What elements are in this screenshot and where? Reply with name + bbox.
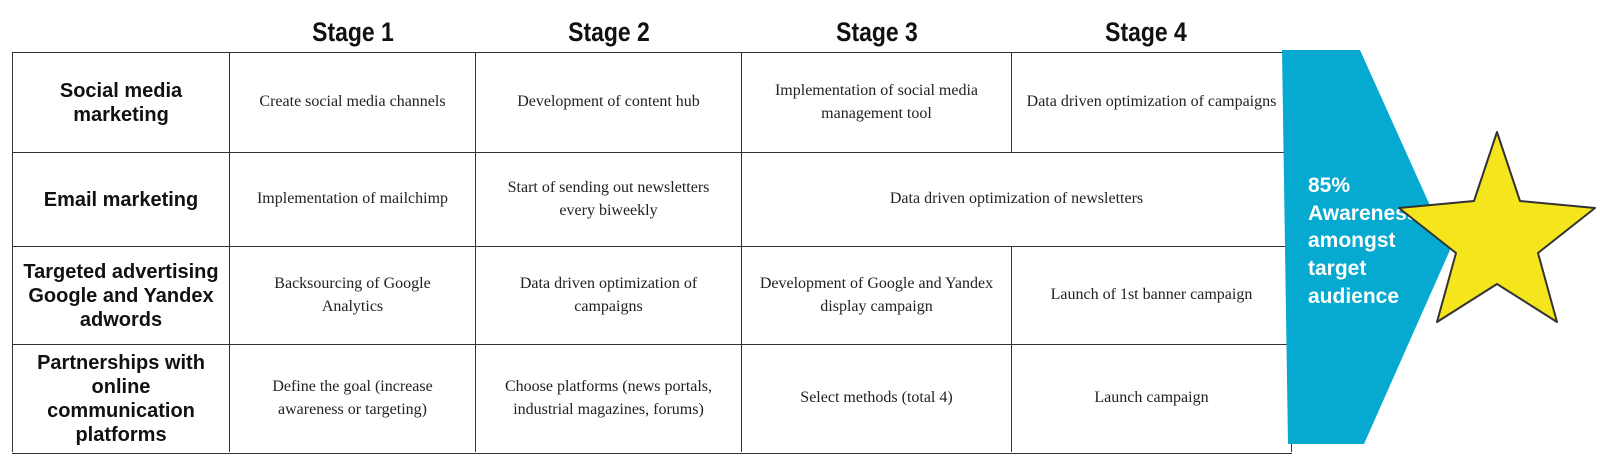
cell-social-stage-1: Create social media channels [230, 53, 476, 153]
cell-social-stage-2: Development of content hub [476, 53, 742, 153]
cell-ads-stage-2: Data driven optimization of campaigns [476, 247, 742, 345]
cell-ads-stage-1: Backsourcing of Google Analytics [230, 247, 476, 345]
cell-social-stage-4: Data driven optimization of campaigns [1012, 53, 1292, 153]
stage-header-4: Stage 4 [1105, 16, 1187, 47]
cell-social-stage-3: Implementation of social media managemen… [742, 53, 1012, 153]
cell-partner-stage-2: Choose platforms (news portals, industri… [476, 345, 742, 452]
stage-header-3: Stage 3 [836, 16, 918, 47]
cell-partner-stage-1: Define the goal (increase awareness or t… [230, 345, 476, 452]
row-header-social-media: Social media marketing [12, 53, 230, 153]
goal-arrow [1282, 50, 1450, 444]
star-icon [1398, 131, 1596, 323]
row-header-targeted-advertising: Targeted advertising Google and Yandex a… [12, 247, 230, 345]
stage-header-1: Stage 1 [312, 16, 394, 47]
cell-ads-stage-4: Launch of 1st banner campaign [1012, 247, 1292, 345]
cell-partner-stage-4: Launch campaign [1012, 345, 1292, 452]
cell-partner-stage-3: Select methods (total 4) [742, 345, 1012, 452]
row-header-email: Email marketing [12, 153, 230, 247]
cell-email-stage-3-4: Data driven optimization of newsletters [742, 153, 1292, 247]
row-header-partnerships: Partnerships with online communication p… [12, 345, 230, 452]
cell-email-stage-2: Start of sending out newsletters every b… [476, 153, 742, 247]
cell-ads-stage-3: Development of Google and Yandex display… [742, 247, 1012, 345]
stage-header-2: Stage 2 [568, 16, 650, 47]
goal-text: 85% Awareness amongst target audience [1308, 174, 1419, 308]
roadmap-table: Social media marketing Create social med… [12, 52, 1292, 454]
cell-email-stage-1: Implementation of mailchimp [230, 153, 476, 247]
